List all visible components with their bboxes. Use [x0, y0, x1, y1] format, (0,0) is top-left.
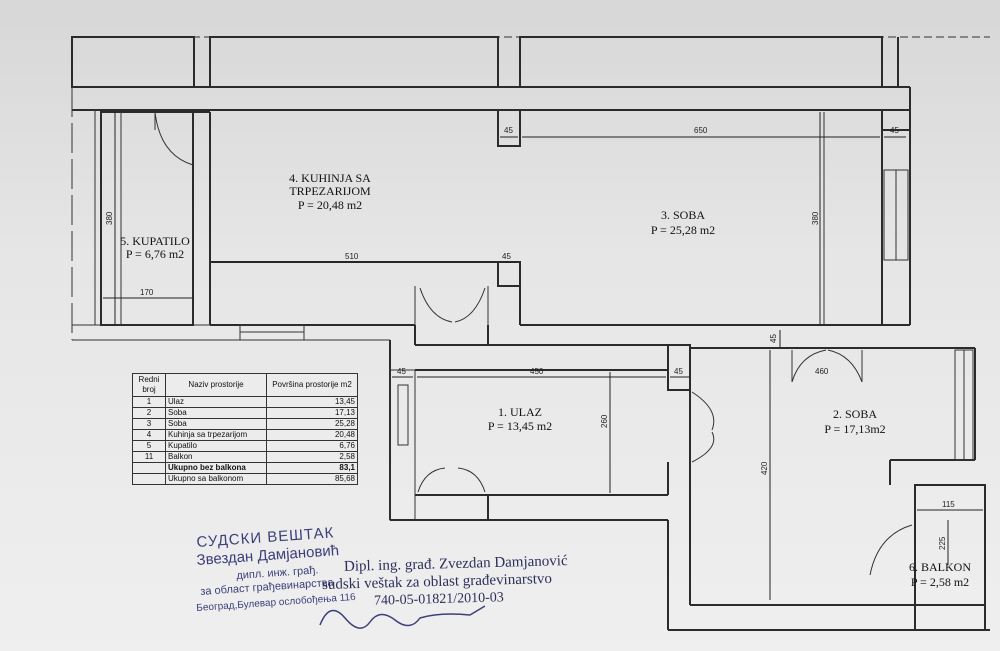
room2-window	[954, 349, 974, 461]
table-row: 1 Ulaz 13,45	[132, 396, 358, 408]
dim-label: 380	[105, 211, 114, 225]
room2-area: P = 17,13m2	[824, 422, 885, 436]
room3-area: P = 25,28 m2	[651, 223, 715, 237]
kupatilo-door-swing	[154, 111, 194, 166]
room2-name: 2. SOBA	[833, 407, 877, 421]
dim-label: 420	[760, 461, 769, 475]
dim-label: 45	[769, 334, 778, 343]
room3-window	[883, 169, 909, 261]
table-cell: 25,28	[266, 418, 358, 430]
entry-double-door	[417, 467, 486, 493]
room-bathroom-area: P = 6,76 m2	[126, 247, 184, 261]
table-header: Površina prostorije m2	[266, 373, 358, 397]
room-kitchen-area: P = 20,48 m2	[298, 198, 362, 212]
dimension-lines	[103, 112, 983, 600]
kitchen-window	[239, 324, 305, 341]
table-header-row: Redni broj Naziv prostorije Površina pro…	[132, 373, 358, 397]
table-cell: 3	[132, 418, 166, 430]
room-entrance-name: 1. ULAZ	[498, 405, 542, 419]
table-row: 2 Soba 17,13	[132, 407, 358, 419]
room2-double-door	[691, 391, 715, 463]
top-strip-walls	[71, 36, 911, 325]
table-cell: 17,13	[266, 407, 358, 419]
table-cell: 2,58	[266, 451, 358, 463]
table-cell: 13,45	[266, 396, 358, 408]
table-cell: 83,1	[266, 462, 358, 474]
table-row: 3 Soba 25,28	[132, 418, 358, 430]
dim-label: 115	[942, 500, 955, 509]
room-kitchen-name: 4. KUHINJA SA	[289, 171, 371, 185]
dim-label: 45	[397, 367, 406, 376]
dim-label: 45	[674, 367, 683, 376]
dim-label: 460	[815, 367, 829, 376]
license-number-line: 740-05-01821/2010-03	[373, 590, 505, 609]
signature	[319, 605, 486, 629]
kupatilo-walls	[100, 111, 211, 326]
dim-label: 260	[600, 414, 609, 428]
table-cell: 4	[132, 429, 166, 441]
table-cell: Ulaz	[165, 396, 267, 408]
room-bathroom-name: 5. KUPATILO	[120, 234, 190, 248]
dim-label: 450	[530, 367, 544, 376]
room3-name: 3. SOBA	[661, 208, 705, 222]
dim-label: 170	[140, 288, 154, 297]
table-cell: Soba	[165, 418, 267, 430]
dim-label: 225	[938, 536, 947, 550]
table-cell: 11	[132, 451, 166, 463]
table-cell: Ukupno bez balkona	[165, 462, 267, 474]
dim-label: 380	[811, 211, 820, 225]
table-cell: 1	[132, 396, 166, 408]
dim-label: 45	[502, 252, 511, 261]
balkon-door-swing	[869, 524, 913, 576]
table-total-row: Ukupno sa balkonom 85,68	[132, 473, 358, 485]
dim-label: 45	[504, 126, 513, 135]
table-cell: Soba	[165, 407, 267, 419]
table-cell-empty	[132, 462, 166, 474]
kitchen-double-door	[414, 286, 489, 325]
dim-label: 650	[694, 126, 708, 135]
table-row: 5 Kupatilo 6,76	[132, 440, 358, 452]
ulaz-window	[397, 384, 409, 446]
balkon-walls	[914, 484, 986, 630]
room-kitchen-name-2: TRPEZARIJOM	[289, 184, 371, 198]
table-cell: 6,76	[266, 440, 358, 452]
table-cell: Kuhinja sa trpezarijom	[165, 429, 267, 441]
table-cell: 5	[132, 440, 166, 452]
table-cell: Kupatilo	[165, 440, 267, 452]
kitchen-room3-walls	[210, 109, 911, 326]
table-row: 4 Kuhinja sa trpezarijom 20,48	[132, 429, 358, 441]
table-cell-empty	[132, 473, 166, 485]
table-cell: 2	[132, 407, 166, 419]
dim-label: 510	[345, 252, 359, 261]
room-area-table: Redni broj Naziv prostorije Površina pro…	[132, 373, 358, 485]
table-cell: 20,48	[266, 429, 358, 441]
room3-door	[791, 349, 863, 383]
table-row: 11 Balkon 2,58	[132, 451, 358, 463]
room-balcony-area: P = 2,58 m2	[911, 575, 969, 589]
dim-label: 45	[890, 126, 899, 135]
table-cell: 85,68	[266, 473, 358, 485]
room-entrance-area: P = 13,45 m2	[488, 419, 552, 433]
table-header: Naziv prostorije	[165, 373, 267, 397]
room-balcony-name: 6. BALKON	[909, 560, 971, 574]
left-outer-wall	[71, 87, 390, 341]
table-cell: Balkon	[165, 451, 267, 463]
table-total-row: Ukupno bez balkona 83,1	[132, 462, 358, 474]
table-header: Redni broj	[132, 373, 166, 397]
table-cell: Ukupno sa balkonom	[165, 473, 267, 485]
